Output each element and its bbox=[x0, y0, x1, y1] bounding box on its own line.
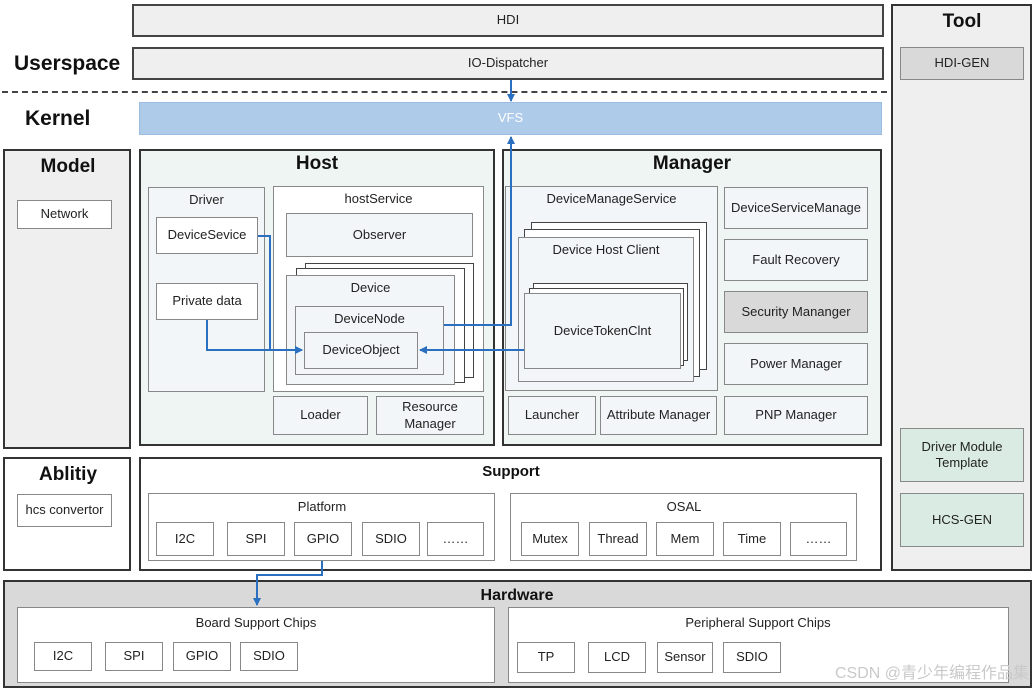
osal-title: OSAL bbox=[666, 499, 702, 514]
tool-title: Tool bbox=[942, 11, 982, 32]
watermark-text: CSDN @青少年编程作品集 bbox=[834, 665, 1029, 682]
manager-title: Manager bbox=[652, 153, 732, 174]
peripheral-tp-box[interactable]: TP bbox=[517, 642, 575, 673]
loader-box[interactable]: Loader bbox=[273, 396, 368, 435]
ability-title: Ablitiy bbox=[38, 464, 98, 485]
osal-time-box[interactable]: Time bbox=[723, 522, 781, 556]
osal-mem-box[interactable]: Mem bbox=[656, 522, 714, 556]
attribute-manager-box[interactable]: Attribute Manager bbox=[600, 396, 717, 435]
device-manage-service-title: DeviceManageService bbox=[546, 191, 677, 206]
kernel-layer-label: Kernel bbox=[25, 107, 91, 130]
tool-panel: Tool bbox=[891, 4, 1032, 571]
peripheral-sensor-box[interactable]: Sensor bbox=[657, 642, 713, 673]
device-title: Device bbox=[350, 280, 391, 295]
device-token-clnt-box[interactable]: DeviceTokenClnt bbox=[524, 293, 681, 369]
driver-title: Driver bbox=[189, 192, 224, 207]
board-gpio-box[interactable]: GPIO bbox=[173, 642, 231, 671]
support-title: Support bbox=[482, 463, 540, 480]
device-service-box[interactable]: DeviceSevice bbox=[156, 217, 258, 254]
private-data-box[interactable]: Private data bbox=[156, 283, 258, 320]
peripheral-lcd-box[interactable]: LCD bbox=[588, 642, 646, 673]
platform-more-box[interactable]: …… bbox=[427, 522, 484, 556]
hcs-convertor-box[interactable]: hcs convertor bbox=[17, 494, 112, 527]
observer-box[interactable]: Observer bbox=[286, 213, 473, 257]
platform-gpio-box[interactable]: GPIO bbox=[294, 522, 352, 556]
platform-i2c-box[interactable]: I2C bbox=[156, 522, 214, 556]
board-sdio-box[interactable]: SDIO bbox=[240, 642, 298, 671]
osal-thread-box[interactable]: Thread bbox=[589, 522, 647, 556]
osal-more-box[interactable]: …… bbox=[790, 522, 847, 556]
peripheral-sdio-box[interactable]: SDIO bbox=[723, 642, 781, 673]
device-service-manage-box[interactable]: DeviceServiceManage bbox=[724, 187, 868, 229]
io-dispatcher-box[interactable]: IO-Dispatcher bbox=[132, 47, 884, 80]
hcs-gen-box[interactable]: HCS-GEN bbox=[900, 493, 1024, 547]
platform-sdio-box[interactable]: SDIO bbox=[362, 522, 420, 556]
driver-module-template-box[interactable]: Driver Module Template bbox=[900, 428, 1024, 482]
pnp-manager-box[interactable]: PNP Manager bbox=[724, 396, 868, 435]
board-spi-box[interactable]: SPI bbox=[105, 642, 163, 671]
host-service-title: hostService bbox=[344, 191, 413, 206]
model-panel: Model bbox=[3, 149, 131, 449]
host-title: Host bbox=[295, 153, 339, 174]
platform-title: Platform bbox=[297, 499, 347, 514]
hdi-gen-box[interactable]: HDI-GEN bbox=[900, 47, 1024, 80]
peripheral-support-chips-title: Peripheral Support Chips bbox=[685, 615, 831, 630]
userspace-kernel-divider bbox=[2, 91, 887, 93]
userspace-layer-label: Userspace bbox=[14, 52, 121, 75]
security-manager-box[interactable]: Security Mananger bbox=[724, 291, 868, 333]
vfs-box[interactable]: VFS bbox=[139, 102, 882, 135]
launcher-box[interactable]: Launcher bbox=[508, 396, 596, 435]
model-title: Model bbox=[40, 156, 96, 177]
platform-spi-box[interactable]: SPI bbox=[227, 522, 285, 556]
resource-manager-box[interactable]: Resource Manager bbox=[376, 396, 484, 435]
fault-recovery-box[interactable]: Fault Recovery bbox=[724, 239, 868, 281]
board-i2c-box[interactable]: I2C bbox=[34, 642, 92, 671]
network-box[interactable]: Network bbox=[17, 200, 112, 229]
hardware-title: Hardware bbox=[480, 587, 554, 604]
power-manager-box[interactable]: Power Manager bbox=[724, 343, 868, 385]
device-node-title: DeviceNode bbox=[334, 311, 405, 326]
hdi-box[interactable]: HDI bbox=[132, 4, 884, 37]
device-host-client-title: Device Host Client bbox=[552, 242, 660, 257]
osal-mutex-box[interactable]: Mutex bbox=[521, 522, 579, 556]
device-object-box[interactable]: DeviceObject bbox=[304, 332, 418, 369]
board-support-chips-title: Board Support Chips bbox=[195, 615, 317, 630]
